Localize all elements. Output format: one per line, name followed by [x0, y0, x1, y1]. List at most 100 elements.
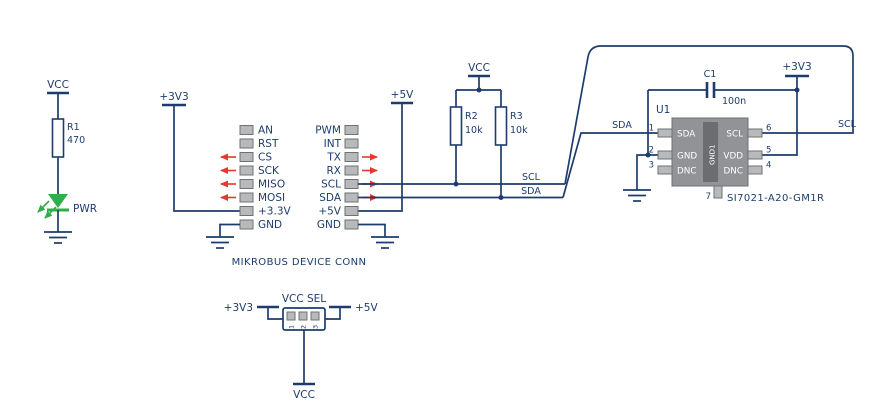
- chip-pin-number: 3: [649, 161, 654, 171]
- wire: [219, 223, 240, 237]
- ground-symbol: [371, 236, 399, 249]
- junction-dot: [498, 195, 504, 200]
- chip-pin-stub: [657, 165, 673, 175]
- chip-pad-vdd: VDD: [723, 152, 743, 162]
- junction-dot: [476, 87, 482, 93]
- chip-pin-stub: [747, 150, 763, 160]
- pin-box: [344, 125, 359, 135]
- pin-box: [239, 138, 254, 149]
- chip-pin-number: 2: [649, 146, 654, 156]
- jumper-pin: [310, 311, 320, 321]
- pin-label-an: AN: [258, 125, 273, 137]
- pin-label-5v: +5V: [318, 206, 341, 218]
- pin-label-pwm: PWM: [315, 125, 341, 137]
- chip-pin-stub: [747, 128, 763, 138]
- connector-caption: MIKROBUS DEVICE CONN: [232, 257, 367, 268]
- jumper-pin: [286, 311, 296, 321]
- chip-pin-number: 1: [649, 124, 654, 134]
- chip-pad-scl: SCL: [726, 130, 743, 140]
- chip-pin-stub: [657, 128, 673, 138]
- jumper-pin: [298, 311, 308, 321]
- pin-label-rx: RX: [327, 165, 342, 177]
- resistor-ref: R1: [67, 122, 80, 133]
- pin-box: [344, 152, 359, 162]
- wire: [358, 223, 386, 237]
- led-net-label: PWR: [73, 203, 97, 215]
- net-label-vcc: VCC: [293, 389, 315, 401]
- capacitor-value: 100n: [722, 96, 746, 107]
- chip-thermal-pad: [703, 122, 718, 182]
- pin-box: [239, 165, 254, 176]
- chip-pad-label: GND1: [709, 144, 717, 165]
- jumper-pin-number: 1: [288, 325, 296, 329]
- mikrobus-connector: +3V3 +5V AN RST CS SCK MISO MOSI +3.3V G…: [159, 89, 414, 268]
- wire-scl-loop: [564, 45, 854, 185]
- led-power-circuit: VCC R1 470 PWR: [37, 79, 97, 244]
- jumper-pin-number: 3: [312, 325, 320, 329]
- resistor-ref: R2: [465, 111, 478, 122]
- resistor-value: 470: [67, 135, 85, 146]
- wire-label-sda: SDA: [521, 186, 541, 197]
- net-label-vcc: VCC: [468, 62, 490, 74]
- led-symbol: [37, 194, 69, 219]
- pin-label-int: INT: [324, 138, 342, 150]
- chip-pad-dnc: DNC: [677, 167, 697, 177]
- led-emission-arrow: [37, 200, 50, 213]
- chip-pin-number: 5: [766, 146, 771, 156]
- pin-label-tx: TX: [326, 152, 341, 164]
- pin-label-mosi: MOSI: [258, 192, 285, 204]
- resistor-r2: [449, 106, 463, 146]
- pin-box: [239, 219, 254, 230]
- wire-gnd: [636, 154, 658, 190]
- pin-label-scl: SCL: [321, 179, 341, 191]
- ground-symbol: [44, 231, 72, 244]
- pin-label-gnd: GND: [258, 219, 282, 231]
- pin-label-3v3: +3.3V: [258, 206, 291, 218]
- i2c-bus: SCL SDA: [358, 172, 565, 199]
- net-label-3v3: +3V3: [224, 302, 253, 314]
- capacitor-ref: C1: [704, 69, 717, 80]
- chip-pad-gnd: GND: [677, 152, 697, 162]
- pin-box: [344, 219, 359, 230]
- pin-label-miso: MISO: [258, 179, 285, 191]
- chip-part-number: SI7021-A20-GM1R: [727, 193, 824, 204]
- pin-box: [344, 165, 359, 176]
- chip-pin-number: 7: [706, 192, 711, 202]
- pin-box: [344, 192, 359, 203]
- chip-pin-stub: [747, 165, 763, 175]
- wire: [325, 307, 341, 320]
- jumper-pin-number: 2: [300, 325, 308, 329]
- pin-box: [344, 138, 359, 149]
- vcc-sel-jumper: VCC SEL 1 2 3 +3V3 +5V VCC: [224, 293, 379, 401]
- chip-scl-label: SCL: [838, 119, 857, 130]
- led-triangle: [48, 194, 68, 208]
- chip-sda-label: SDA: [612, 120, 632, 131]
- jumper-title: VCC SEL: [282, 293, 326, 305]
- pullup-resistors: VCC R2 10k R3 10k: [449, 62, 528, 200]
- chip-pin-stub: [657, 150, 673, 160]
- chip-si7021: GND1 SDA GND DNC SCL VDD DNC 1 2 3 6 5 4…: [649, 104, 824, 204]
- led-emission-arrow: [44, 206, 57, 219]
- pin-box: [239, 179, 254, 189]
- wire-label-scl: SCL: [522, 172, 541, 183]
- chip-ref: U1: [656, 104, 670, 116]
- ground-symbol: [623, 189, 651, 202]
- net-label-5v: +5V: [355, 302, 378, 314]
- pin-box: [344, 206, 359, 216]
- resistor-ref: R3: [510, 111, 523, 122]
- pin-label-rst: RST: [258, 138, 279, 150]
- pin-label-sda: SDA: [319, 192, 342, 204]
- pin-label-gnd2: GND: [317, 219, 341, 231]
- wire: [267, 307, 283, 320]
- pin-label-cs: CS: [258, 152, 272, 164]
- resistor-r3: [494, 106, 508, 146]
- ground-symbol: [206, 236, 234, 249]
- resistor-value: 10k: [465, 125, 483, 136]
- pin-label-sck: SCK: [258, 165, 280, 177]
- junction-dot: [645, 152, 651, 158]
- net-label-vcc: VCC: [47, 79, 69, 91]
- wire-3v3-feed: [173, 105, 240, 212]
- chip-pad-dnc2: DNC: [724, 167, 744, 177]
